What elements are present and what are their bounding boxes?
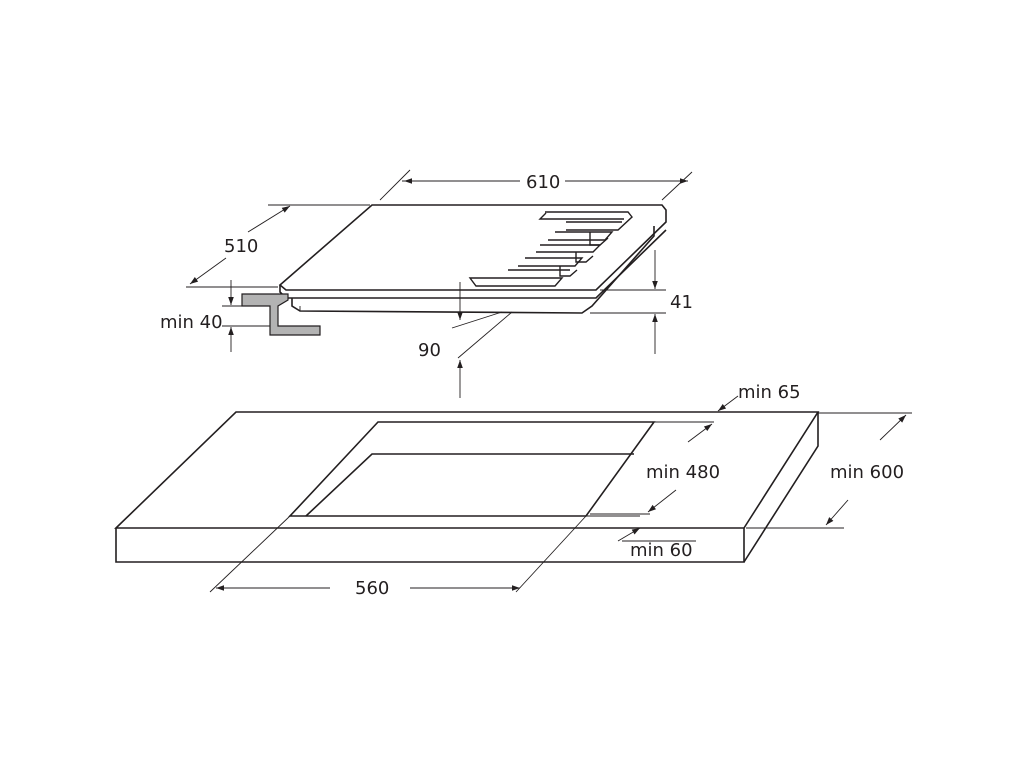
label-hob-width: 610 — [526, 172, 560, 193]
dim-560: 560 — [209, 515, 587, 599]
control-knobs — [468, 211, 633, 287]
label-min-back: min 65 — [738, 382, 801, 403]
label-cutout-width: 560 — [355, 578, 389, 599]
worktop-side-face — [743, 412, 819, 563]
label-hob-depth: 510 — [224, 236, 258, 257]
worktop-cutout — [288, 421, 656, 517]
label-min-front: min 60 — [630, 540, 693, 561]
hob-top-plate — [278, 204, 667, 291]
dim-610: 610 — [379, 169, 693, 201]
worktop — [114, 411, 820, 563]
label-hob-height: 41 — [670, 292, 693, 313]
label-min-side: min 40 — [160, 312, 223, 333]
cutout-inner-wall — [305, 453, 634, 517]
dim-min-480: min 480 — [590, 421, 720, 515]
dim-min-65: min 65 — [654, 382, 801, 423]
label-cutout-depth: min 480 — [646, 462, 720, 483]
hob — [278, 204, 667, 314]
dim-41: 41 — [590, 250, 693, 354]
worktop-front-face — [115, 528, 745, 563]
label-worktop-depth: min 600 — [830, 462, 904, 483]
dim-90: 90 — [418, 282, 513, 398]
mounting-bracket — [241, 293, 321, 336]
dim-min-60: min 60 — [586, 515, 744, 561]
dim-min-40: min 40 — [160, 280, 270, 352]
label-under-depth: 90 — [418, 340, 441, 361]
dim-510: 510 — [186, 204, 370, 288]
hob-body — [291, 226, 655, 314]
dim-min-600: min 600 — [746, 412, 912, 529]
